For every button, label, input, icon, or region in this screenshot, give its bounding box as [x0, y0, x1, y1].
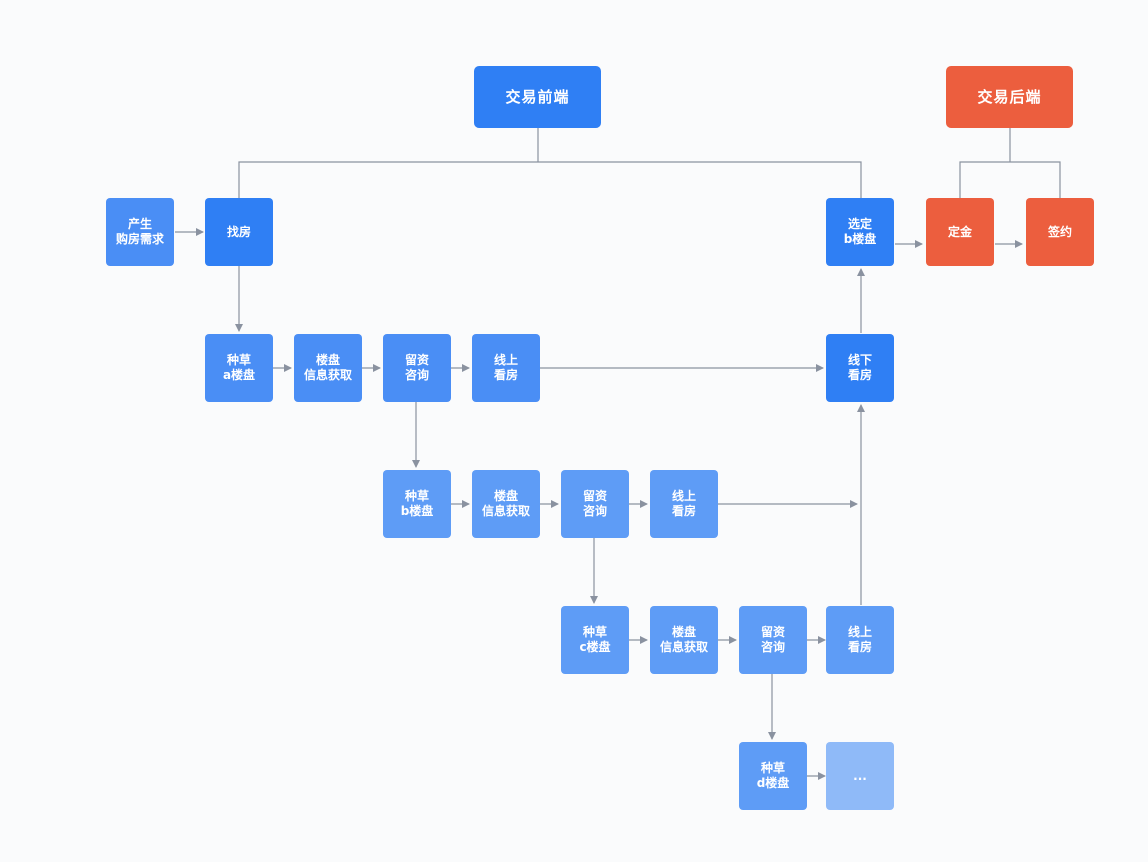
node-c-info-line2: 信息获取	[659, 640, 708, 654]
node-offline: 线下 看房	[826, 334, 894, 402]
node-sign: 签约	[1026, 198, 1094, 266]
node-offline-line2: 看房	[847, 368, 872, 382]
node-select-line1: 选定	[847, 217, 872, 231]
node-a-plant-line2: a楼盘	[222, 368, 256, 382]
node-d-more-label: ...	[853, 768, 867, 783]
node-select-line2: b楼盘	[843, 232, 877, 246]
node-need-line1: 产生	[127, 217, 152, 231]
node-a-info: 楼盘 信息获取	[294, 334, 362, 402]
node-find: 找房	[205, 198, 273, 266]
node-deposit-line1: 定金	[947, 224, 972, 239]
node-sign-line1: 签约	[1047, 224, 1072, 239]
node-b-online-line2: 看房	[671, 504, 696, 518]
node-b-online-line1: 线上	[671, 489, 696, 503]
node-b-info-line2: 信息获取	[481, 504, 530, 518]
node-d-more: ...	[826, 742, 894, 810]
node-c-online: 线上 看房	[826, 606, 894, 674]
node-c-info: 楼盘 信息获取	[650, 606, 718, 674]
node-c-online-line2: 看房	[847, 640, 872, 654]
node-c-info-line1: 楼盘	[671, 625, 696, 639]
node-a-consult: 留资 咨询	[383, 334, 451, 402]
node-offline-line1: 线下	[847, 353, 872, 367]
node-a-plant-line1: 种草	[226, 353, 251, 367]
node-c-consult: 留资 咨询	[739, 606, 807, 674]
node-a-plant: 种草 a楼盘	[205, 334, 273, 402]
node-b-info-line1: 楼盘	[493, 489, 518, 503]
node-b-info: 楼盘 信息获取	[472, 470, 540, 538]
front-bracket	[238, 128, 862, 198]
node-b-consult-line2: 咨询	[582, 504, 607, 518]
node-deposit: 定金	[926, 198, 994, 266]
node-need-line2: 购房需求	[115, 232, 164, 246]
node-a-info-line2: 信息获取	[303, 368, 352, 382]
node-d-plant: 种草 d楼盘	[739, 742, 807, 810]
node-b-online: 线上 看房	[650, 470, 718, 538]
back-bracket	[959, 128, 1061, 198]
node-a-info-line1: 楼盘	[315, 353, 340, 367]
node-c-consult-line1: 留资	[760, 625, 785, 639]
node-c-online-line1: 线上	[847, 625, 872, 639]
node-d-plant-line2: d楼盘	[756, 776, 790, 790]
node-a-online-line1: 线上	[493, 353, 518, 367]
header-front: 交易前端	[474, 66, 601, 128]
node-a-online: 线上 看房	[472, 334, 540, 402]
header-front-label: 交易前端	[505, 87, 570, 106]
node-d-plant-line1: 种草	[760, 761, 785, 775]
header-back-label: 交易后端	[977, 87, 1042, 106]
node-b-plant-line2: b楼盘	[400, 504, 434, 518]
node-b-plant: 种草 b楼盘	[383, 470, 451, 538]
node-a-consult-line1: 留资	[404, 353, 429, 367]
header-back: 交易后端	[946, 66, 1073, 128]
node-b-consult: 留资 咨询	[561, 470, 629, 538]
node-c-consult-line2: 咨询	[760, 640, 785, 654]
node-find-line1: 找房	[226, 224, 251, 239]
node-a-online-line2: 看房	[493, 368, 518, 382]
node-b-consult-line1: 留资	[582, 489, 607, 503]
node-c-plant-line2: c楼盘	[579, 640, 611, 654]
node-need: 产生 购房需求	[106, 198, 174, 266]
node-c-plant-line1: 种草	[582, 625, 607, 639]
node-a-consult-line2: 咨询	[404, 368, 429, 382]
node-c-plant: 种草 c楼盘	[561, 606, 629, 674]
node-b-plant-line1: 种草	[404, 489, 429, 503]
node-select: 选定 b楼盘	[826, 198, 894, 266]
